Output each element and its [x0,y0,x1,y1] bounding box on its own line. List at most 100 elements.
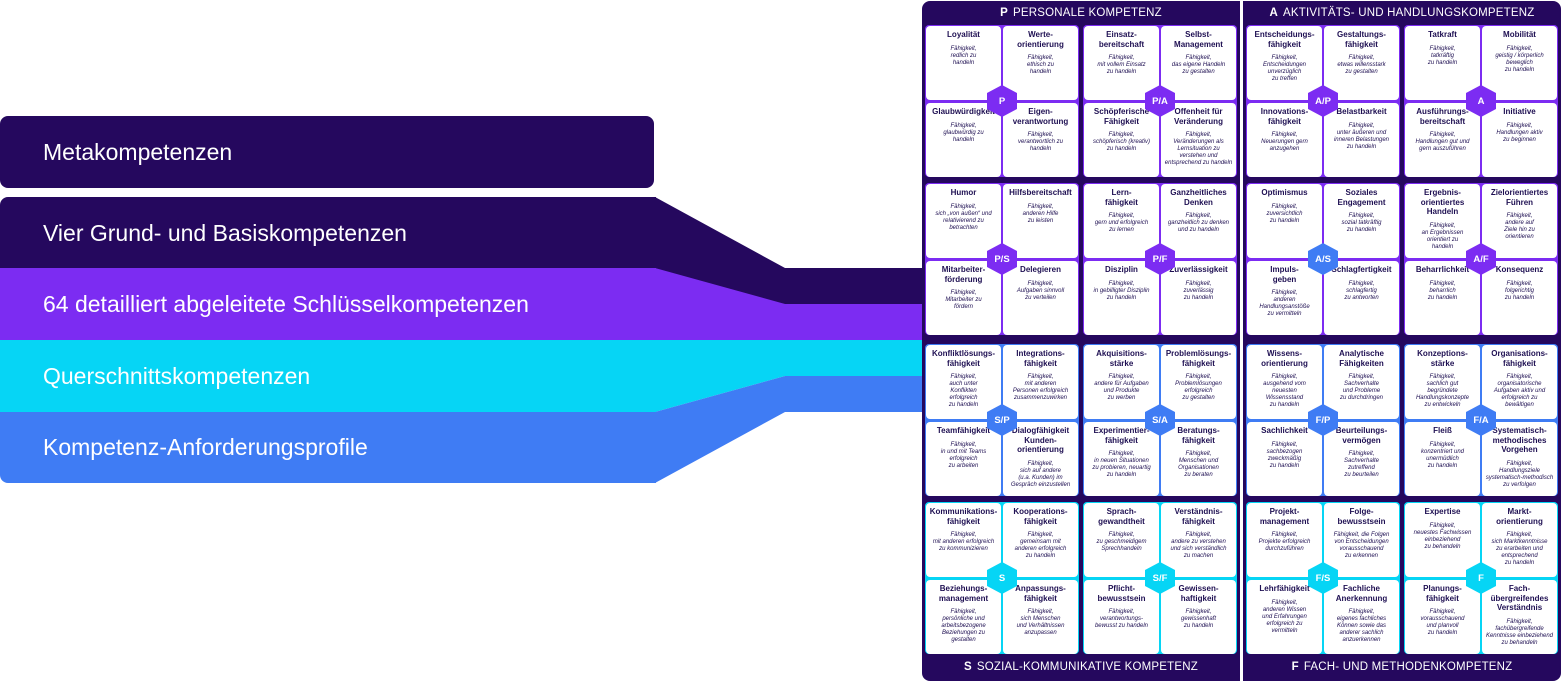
competency-title: Wissens- orientierung [1261,349,1308,368]
competency-title: Expertise [1424,507,1461,516]
competency-description: Fähigkeit, das eigene Handeln zu gestalt… [1171,55,1226,75]
competency-title: Sachlichkeit [1261,426,1308,435]
block-code-hexagon: A/P [1308,85,1338,117]
competency-description: Fähigkeit, verantwortlich zu handeln [1017,132,1064,152]
competency-description: Fähigkeit, geistig / körperlich beweglic… [1495,45,1544,73]
block-code-hexagon: A [1466,85,1496,117]
block-code-hexagon: P [987,85,1017,117]
competency-title: Disziplin [1105,265,1138,274]
competency-title: Tatkraft [1428,30,1457,39]
competency-description: Fähigkeit, auch unter Konflikten erfolgr… [948,374,979,408]
competency-description: Fähigkeit, etwas willensstark zu gestalt… [1337,55,1386,75]
competency-description: Fähigkeit, Veränderungen als Lernsituati… [1164,132,1233,166]
competency-title: Loyalität [947,30,980,39]
competency-description: Fähigkeit, sich auf andere (u.a. Kunden)… [1010,460,1071,488]
competency-title: Kommunikations- fähigkeit [929,507,998,526]
connector-basis [640,197,926,304]
competency-description: Fähigkeit, neuestes Fachwissen einbezieh… [1413,522,1472,550]
competency-title: Mobilität [1503,30,1536,39]
competency-title: Organisations- fähigkeit [1491,349,1548,368]
competency-title: Zielorientiertes Führen [1490,188,1549,207]
competency-description: Fähigkeit, fachübergreifende Kenntnisse … [1485,618,1554,646]
competency-title: Pflicht- bewusstsein [1097,584,1146,603]
competency-description: Fähigkeit, gewissenhaft zu handeln [1180,609,1217,629]
competency-description: Fähigkeit, Problemlösungen erfolgreich z… [1175,374,1222,401]
competency-description: Fähigkeit, tatkräftig zu handeln [1427,45,1458,66]
connector-schluessel [640,268,926,340]
competency-description: Fähigkeit, Neuerungen gern anzugehen [1261,132,1308,152]
competency-description: Fähigkeit, gern und erfolgreich zu lerne… [1094,213,1149,233]
competency-description: Fähigkeit, ganzheitlich zu denken und zu… [1167,213,1230,233]
competency-title: Mitarbeiter- förderung [941,265,986,284]
competency-title: Markt- orientierung [1496,507,1543,526]
competency-description: Fähigkeit, Aufgaben sinnvoll zu verteile… [1016,280,1065,301]
competency-title: Anpassungs- fähigkeit [1015,584,1066,603]
competency-title: Impuls- geben [1270,265,1299,284]
competency-description: Fähigkeit, an Ergebnissen orientiert zu … [1421,222,1464,250]
competency-title: Experimentier- fähigkeit [1093,426,1150,445]
competency-title: Entscheidungs- fähigkeit [1254,30,1315,49]
competency-title: Schöpferische Fähigkeit [1093,107,1150,126]
competency-title: Selbst- Management [1174,30,1223,49]
competency-description: Fähigkeit, gemeinsam mit anderen erfolgr… [1014,532,1067,559]
competency-description: Fähigkeit, Mitarbeiter zu fördern [945,290,982,310]
competency-description: Fähigkeit, anderen Hilfe zu leisten [1022,203,1059,224]
competency-description: Fähigkeit, sachbezogen zweckmäßig zu han… [1266,441,1303,469]
competency-description: Fähigkeit, Sachverhalte und Probleme zu … [1339,374,1384,401]
competency-title: Lern- fähigkeit [1105,188,1138,207]
competency-title: Analytische Fähigkeiten [1339,349,1384,368]
competency-description: Fähigkeit, mit vollem Einsatz zu handeln [1097,55,1146,75]
competency-description: Fähigkeit, sozial tatkräftig zu handeln [1341,213,1382,233]
competency-title: Gewissen- haftigkeit [1178,584,1219,603]
competency-description: Fähigkeit, schöpferisch (kreativ) zu han… [1092,132,1151,152]
competency-description: Fähigkeit, sachlich gut begründete Handl… [1415,374,1470,408]
block-code-hexagon: F/P [1308,404,1338,436]
competency-description: Fähigkeit, in gebilligter Disziplin zu h… [1093,280,1150,301]
block-code-hexagon: F/A [1466,404,1496,436]
competency-title: Ergebnis- orientiertes Handeln [1420,188,1465,216]
connector-quer [640,340,926,412]
quadrant-title-text: PERSONALE KOMPETENZ [1013,7,1162,19]
competency-title: Eigen- verantwortung [1012,107,1069,126]
competency-title: Lehrfähigkeit [1259,584,1310,593]
band-label: Querschnittskompetenzen [43,362,311,389]
band-label: Metakompetenzen [43,138,233,165]
competency-title: Beratungs- fähigkeit [1177,426,1220,445]
competency-title: Belastbarkeit [1336,107,1387,116]
